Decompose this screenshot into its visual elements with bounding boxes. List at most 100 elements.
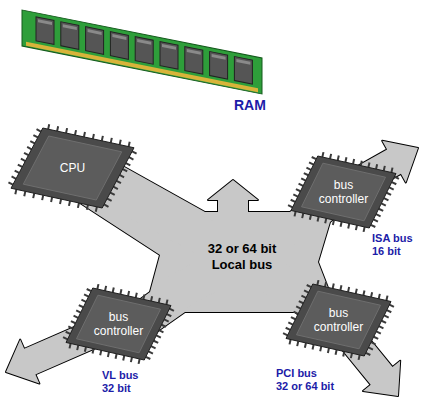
chip-pin: [389, 187, 393, 189]
chip-pin: [123, 169, 127, 171]
chip-pin: [24, 153, 28, 155]
chip-pin: [129, 157, 133, 159]
chip-pin: [27, 147, 31, 149]
chip-pin: [325, 218, 326, 223]
chip-pin: [159, 330, 163, 332]
chip-pin: [297, 341, 298, 346]
bus-label: 16 bit: [372, 245, 401, 258]
chip-pin: [37, 129, 41, 131]
chip-pin: [136, 293, 137, 298]
chip-pin: [384, 198, 388, 200]
chip-pin: [123, 356, 124, 361]
chip-pin: [75, 130, 76, 135]
chip-pin: [286, 328, 290, 330]
chip-pin: [110, 193, 114, 195]
chip-highlight: [236, 59, 250, 65]
chip-node: CPU: [5, 122, 140, 214]
chip-pin: [81, 300, 85, 302]
bus-band-outline: [177, 275, 209, 292]
chip-pin: [394, 177, 398, 179]
chip-pin: [304, 173, 308, 175]
chip-pin: [379, 209, 383, 211]
chip-pin: [371, 292, 372, 297]
chip-pin: [364, 227, 365, 232]
ram-chip: [36, 17, 54, 45]
chip-pin: [108, 352, 109, 357]
bus-connector: [140, 203, 208, 239]
chip-pin: [87, 289, 91, 291]
chip-pin: [117, 181, 121, 183]
chip-pin: [120, 289, 121, 294]
chip-pin: [309, 162, 313, 164]
bus-connector: [270, 229, 285, 239]
chip-pin: [100, 350, 101, 355]
chip-pin: [301, 178, 305, 180]
chip-pin: [307, 285, 311, 287]
ram-chip: [234, 56, 252, 84]
chip-pin: [87, 205, 88, 210]
chip-pin: [296, 189, 300, 191]
chip-pin: [305, 343, 306, 348]
chip-pin: [299, 301, 303, 303]
chip-pin: [15, 189, 16, 194]
bus-connector: [270, 275, 280, 282]
chip-pin: [30, 141, 34, 143]
ram-module: [22, 10, 262, 94]
chip-pin: [283, 333, 287, 335]
bus-label: 32 or 64 bit: [276, 380, 334, 393]
chip-pin: [167, 314, 171, 316]
chip-pin: [42, 195, 43, 200]
chip-pin: [18, 165, 22, 167]
chip-pin: [93, 134, 94, 139]
chip-pin: [295, 212, 296, 217]
chip-pin: [288, 322, 292, 324]
chip-pin: [143, 294, 144, 299]
chip-pin: [368, 162, 369, 167]
bus-connector: [177, 275, 209, 292]
chip-pin: [345, 157, 346, 162]
chip-node: bus controller: [285, 150, 402, 234]
chip-pin: [366, 353, 370, 355]
chip-top: [302, 163, 386, 221]
chip-pin: [348, 224, 349, 229]
chip-pin: [148, 351, 152, 353]
chip-pin: [8, 182, 12, 184]
chip-pin: [131, 357, 132, 362]
chip-pin: [371, 225, 375, 227]
chip-pin: [340, 285, 341, 290]
chip-pin: [301, 296, 305, 298]
chip-pin: [48, 124, 49, 129]
chip-pin: [15, 171, 19, 173]
chip-pin: [60, 199, 61, 204]
chip-pin: [387, 310, 391, 312]
ram-chip: [210, 52, 228, 80]
chip-pin: [341, 222, 342, 227]
chip-pin: [353, 159, 354, 164]
chip-pin: [154, 341, 158, 343]
chip-pin: [356, 225, 357, 230]
chip-pin: [156, 335, 160, 337]
bus-band: 32 or 64 bit Local bus: [195, 239, 289, 275]
chip-pin: [384, 166, 385, 171]
chip-pin: [111, 138, 112, 143]
chip-pin: [376, 214, 380, 216]
chip-pin: [328, 348, 329, 353]
chip-body: [11, 128, 134, 208]
chip-node: bus controller: [60, 282, 177, 366]
chip-pin: [361, 161, 362, 166]
ram-chips: [36, 17, 252, 84]
chip-pin: [310, 215, 311, 220]
chip-pin: [379, 326, 383, 328]
chip-pin: [84, 294, 88, 296]
chip-pin: [120, 140, 121, 145]
chip-pin: [151, 296, 152, 301]
chip-pin: [113, 187, 117, 189]
bus-band-outline: [270, 275, 280, 282]
chip-pin: [379, 294, 380, 299]
chip-pin: [351, 353, 352, 358]
chip-pin: [290, 340, 291, 345]
chip-pin: [66, 128, 67, 133]
chip-pin: [325, 282, 326, 287]
chip-pin: [57, 126, 58, 131]
